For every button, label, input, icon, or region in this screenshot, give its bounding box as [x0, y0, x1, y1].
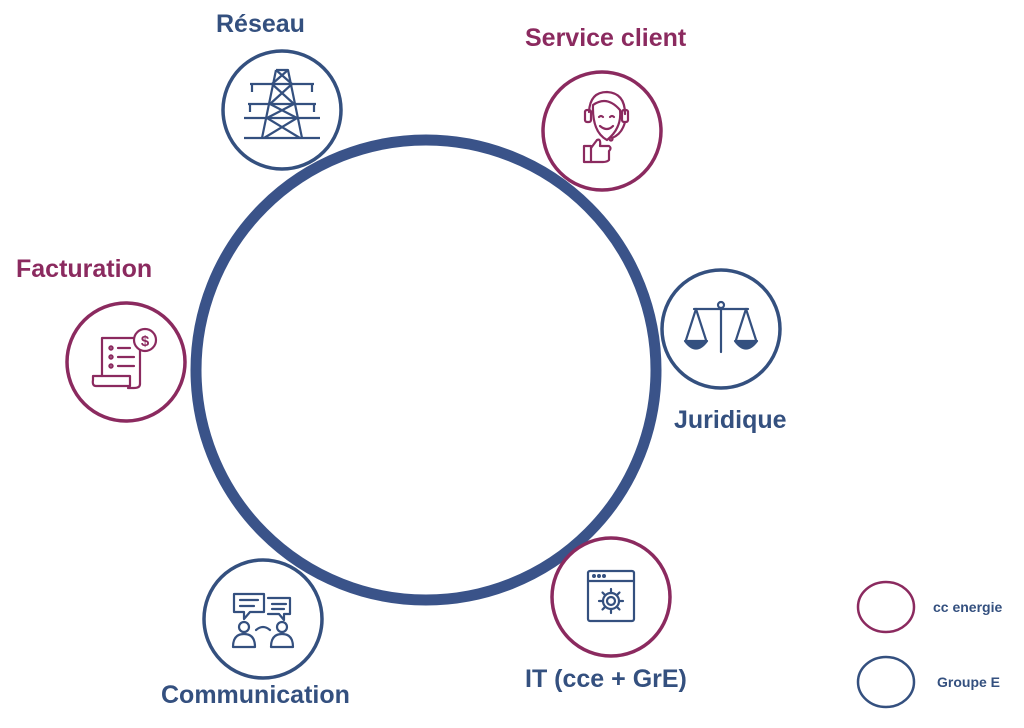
- browser-gear-icon: [586, 569, 636, 623]
- legend: [856, 580, 916, 709]
- svg-text:$: $: [141, 333, 150, 350]
- label-juridique: Juridique: [674, 406, 787, 434]
- people-chat-icon: [231, 592, 295, 649]
- label-facturation: Facturation: [16, 255, 153, 283]
- label-communication: Communication: [161, 681, 350, 709]
- node-facturation-circle: [65, 301, 187, 423]
- legend-swatch-cc-energie: [856, 580, 916, 634]
- invoice-dollar-icon: $: [91, 327, 158, 390]
- node-service-client: [541, 70, 663, 192]
- node-reseau: [221, 49, 343, 171]
- support-agent-icon: [582, 90, 630, 164]
- node-juridique: [660, 268, 782, 390]
- node-it: [550, 536, 672, 658]
- node-service-client-circle: [541, 70, 663, 192]
- node-facturation: $: [65, 301, 187, 423]
- label-it: IT (cce + GrE): [525, 665, 687, 693]
- legend-label-cc-energie: cc energie: [933, 599, 1003, 615]
- node-communication: [202, 558, 324, 680]
- power-pylon-icon: [244, 68, 320, 140]
- legend-label-groupe-e: Groupe E: [937, 674, 1001, 690]
- label-reseau: Réseau: [216, 10, 305, 38]
- central-ring: [190, 134, 662, 606]
- node-communication-circle: [202, 558, 324, 680]
- label-service-client: Service client: [525, 24, 687, 52]
- scales-of-justice-icon: [683, 300, 759, 354]
- legend-swatch-groupe-e: [856, 655, 916, 709]
